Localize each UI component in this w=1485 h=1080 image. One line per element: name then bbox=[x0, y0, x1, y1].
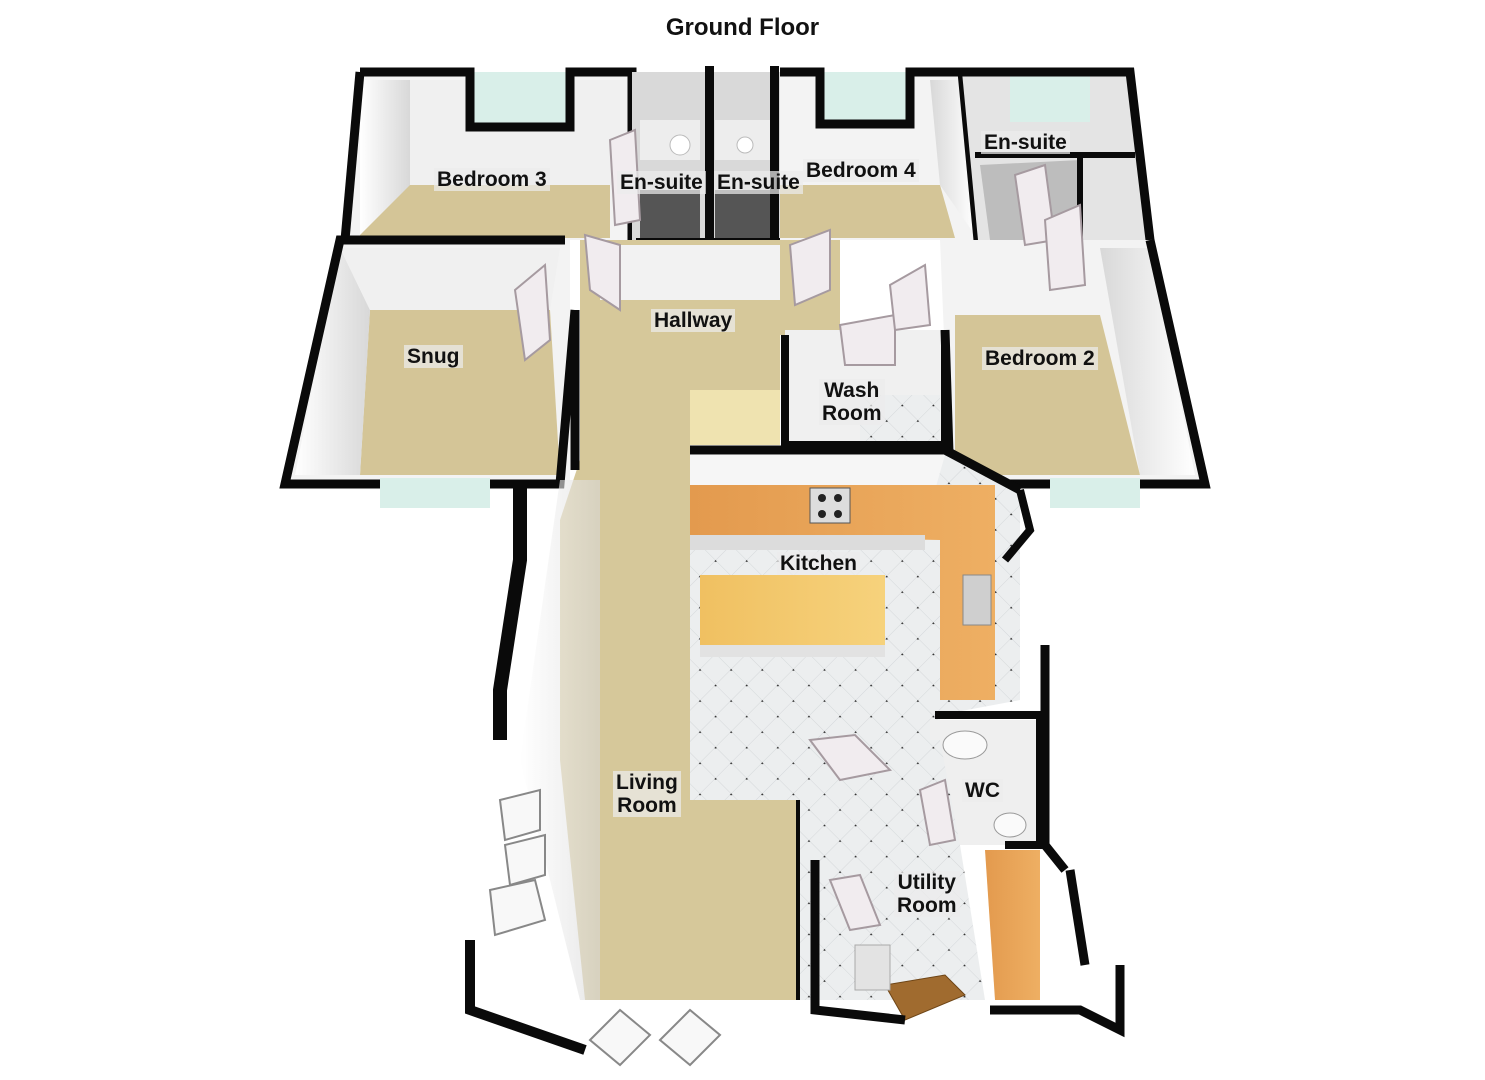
bifold-doors-side bbox=[488, 788, 547, 937]
label-wc: WC bbox=[962, 779, 1003, 802]
room-bedroom-4 bbox=[780, 67, 983, 241]
label-utility-room-line1: Utility bbox=[897, 871, 956, 894]
label-utility-room-line2: Room bbox=[897, 894, 957, 917]
label-bedroom-4: Bedroom 4 bbox=[803, 159, 919, 182]
label-wash-room: Wash Room bbox=[819, 379, 885, 425]
label-bedroom-3: Bedroom 3 bbox=[434, 168, 550, 191]
label-hallway: Hallway bbox=[651, 309, 736, 332]
label-living-room: Living Room bbox=[613, 771, 681, 817]
label-en-suite-3: En-suite bbox=[981, 131, 1070, 154]
label-en-suite-1: En-suite bbox=[617, 171, 706, 194]
label-wash-room-line1: Wash bbox=[824, 379, 880, 402]
label-bedroom-2: Bedroom 2 bbox=[982, 347, 1098, 370]
room-kitchen bbox=[690, 445, 1035, 800]
label-living-room-line1: Living bbox=[616, 771, 678, 794]
bifold-doors-rear bbox=[588, 1008, 722, 1067]
room-en-suites-middle bbox=[632, 66, 780, 244]
label-en-suite-2: En-suite bbox=[714, 171, 803, 194]
label-kitchen: Kitchen bbox=[777, 552, 861, 575]
floor-title: Ground Floor bbox=[665, 14, 820, 41]
label-living-room-line2: Room bbox=[617, 794, 677, 817]
label-utility-room: Utility Room bbox=[894, 871, 960, 917]
room-bedroom-3 bbox=[340, 67, 637, 241]
label-wash-room-line2: Room bbox=[822, 402, 882, 425]
doors bbox=[513, 128, 1087, 932]
label-snug: Snug bbox=[404, 345, 463, 368]
